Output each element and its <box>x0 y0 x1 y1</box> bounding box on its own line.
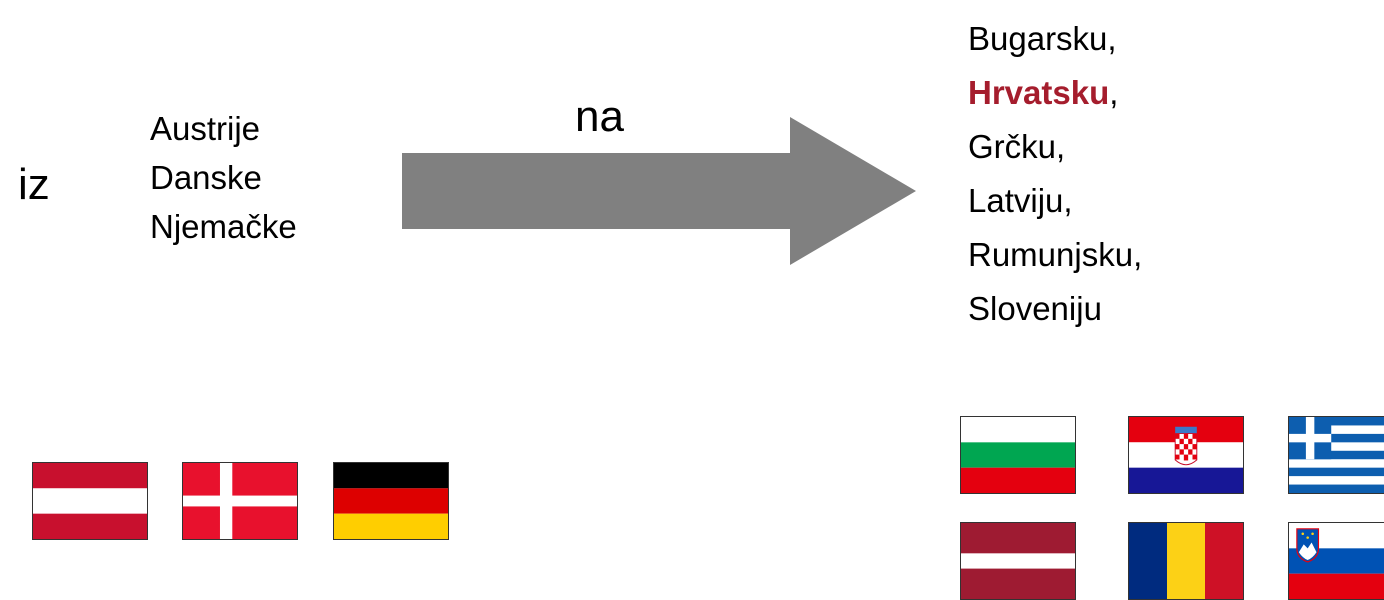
destination-country: Sloveniju <box>968 290 1102 327</box>
source-country: Austrije <box>150 110 261 147</box>
romania-flag <box>1128 522 1244 600</box>
right-arrow-icon <box>402 117 916 265</box>
destination-country: Rumunjsku, <box>968 236 1143 273</box>
denmark-flag <box>182 462 298 540</box>
greece-flag <box>1288 416 1384 494</box>
source-country: Njemačke <box>150 208 297 245</box>
from-preposition: iz <box>18 160 50 209</box>
source-country-list: Austrije Danske Njemačke <box>150 104 297 251</box>
germany-flag <box>333 462 449 540</box>
destination-country: Grčku, <box>968 128 1066 165</box>
destination-country: Bugarsku, <box>968 20 1117 57</box>
destination-country: Latviju, <box>968 182 1073 219</box>
croatia-flag <box>1128 416 1244 494</box>
bulgaria-flag <box>960 416 1076 494</box>
austria-flag <box>32 462 148 540</box>
destination-country-highlighted: Hrvatsku, <box>968 74 1119 111</box>
arrow-label: na <box>575 92 624 141</box>
slovenia-flag <box>1288 522 1384 600</box>
destination-country-list: Bugarsku, Hrvatsku, Grčku, Latviju, Rumu… <box>968 12 1142 336</box>
latvia-flag <box>960 522 1076 600</box>
source-country: Danske <box>150 159 262 196</box>
